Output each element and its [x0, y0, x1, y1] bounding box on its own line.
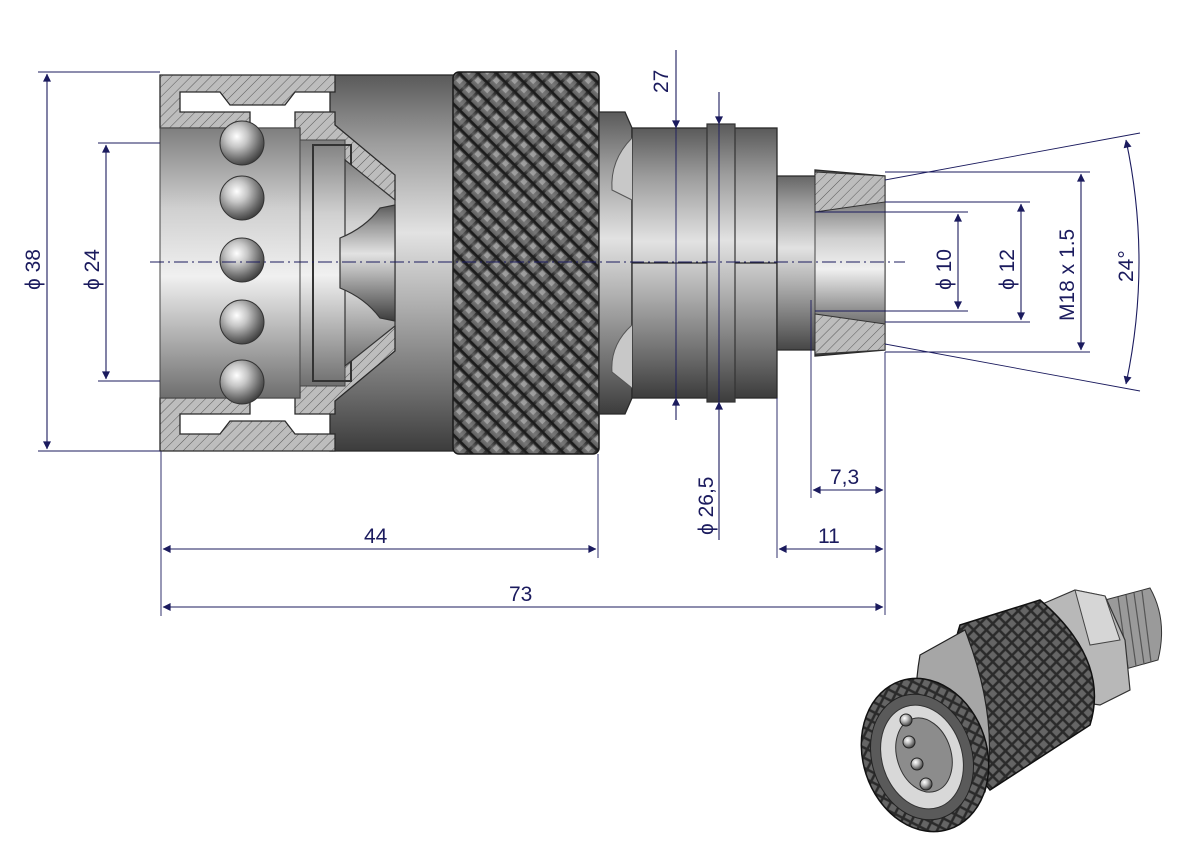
dim-hex-size: 27 — [650, 70, 673, 93]
thread-section-bottom — [814, 313, 886, 355]
hex-facet — [611, 137, 633, 201]
lock-ball — [219, 237, 265, 283]
knurled-sleeve — [452, 71, 600, 455]
lock-ball — [219, 120, 265, 166]
iso-ball — [919, 777, 933, 791]
isometric-view — [860, 587, 1163, 833]
dim-collar-diameter: ϕ 26,5 — [695, 477, 718, 535]
hex-facet — [611, 324, 633, 389]
lock-ball — [219, 175, 265, 221]
valve-stem — [339, 204, 396, 322]
coupling-side-view — [159, 71, 886, 455]
dim-bore-10: ϕ 10 — [933, 249, 956, 290]
dim-body-length: 44 — [364, 525, 388, 548]
dim-outer-diameter: ϕ 38 — [22, 249, 45, 290]
dim-thread: M18 x 1.5 — [1056, 229, 1079, 321]
dim-cone-angle: 24° — [1115, 250, 1138, 282]
extension-line — [884, 132, 1141, 181]
dim-recess-length: 7,3 — [830, 466, 859, 489]
lock-ball — [219, 359, 265, 405]
iso-ball — [910, 757, 924, 771]
dim-overall-length: 73 — [509, 583, 532, 606]
iso-hex-face — [1074, 589, 1121, 646]
iso-ball — [902, 735, 916, 749]
lock-ball — [219, 299, 265, 345]
dim-bore-12: ϕ 12 — [996, 249, 1019, 290]
inner-groove — [299, 139, 346, 387]
thread-cone-bore — [814, 201, 886, 325]
dimension-layer: ϕ 38 ϕ 24 27 ϕ 26,5 ϕ 10 ϕ 12 M18 x 1.5 — [22, 50, 1141, 616]
dimension-arc-angle — [1123, 139, 1140, 385]
iso-ball — [899, 713, 913, 727]
extension-line — [884, 343, 1141, 392]
dim-thread-length: 11 — [818, 525, 840, 548]
collar-ring — [706, 123, 736, 403]
dim-inner-diameter: ϕ 24 — [81, 249, 104, 290]
